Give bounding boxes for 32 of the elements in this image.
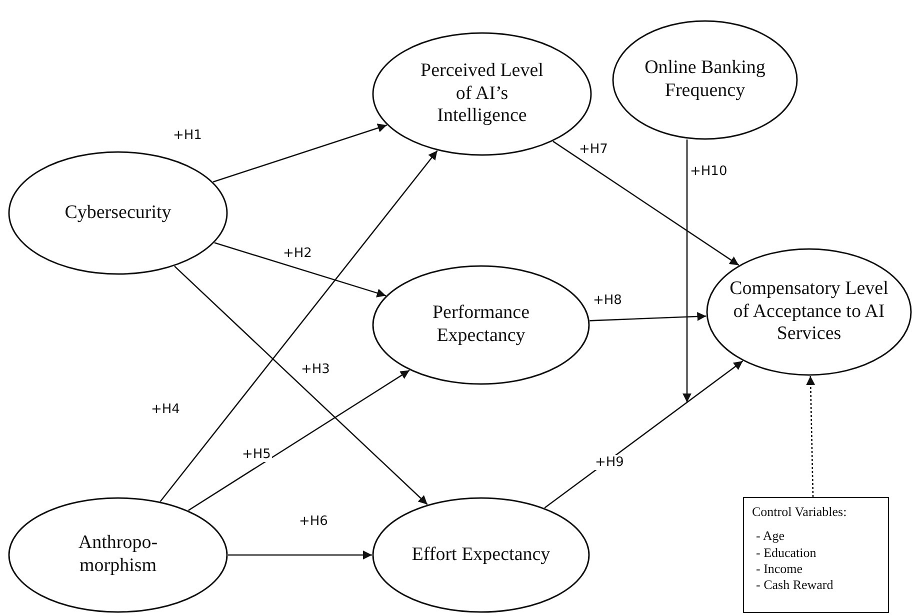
construct-ellipse (706, 248, 912, 376)
box-heading: Control Variables: (752, 504, 847, 520)
arrow (188, 370, 410, 511)
arrow (590, 312, 706, 322)
construct-label: Anthropo- morphism (77, 532, 159, 578)
construct-ellipse (8, 497, 228, 613)
arrow (174, 266, 428, 505)
dotted-arrow (806, 376, 816, 498)
arrow (544, 360, 744, 508)
construct-ellipse (612, 20, 798, 140)
construct-label: Performance Expectancy (431, 302, 531, 348)
construct-label: Cybersecurity (64, 202, 172, 224)
construct-label: Perceived Level of AI’s Intelligence (420, 60, 544, 128)
construct-label: Effort Expectancy (410, 544, 552, 566)
control-variables-box (743, 497, 889, 613)
list-item: - Age (755, 528, 785, 544)
arrow (228, 550, 372, 560)
construct-ellipse (372, 497, 590, 613)
construct-ellipse (372, 265, 590, 385)
construct-label: Compensatory Level of Acceptance to AI Services (729, 278, 889, 346)
arrow (160, 150, 438, 502)
list-item: - Income (755, 560, 803, 577)
arrow (682, 140, 692, 402)
edge-label: +H9 (594, 455, 625, 470)
arrow (214, 242, 386, 298)
construct-label: Online Banking Frequency (644, 57, 766, 103)
edge-label: +H5 (241, 447, 272, 462)
list-item: - Education (755, 544, 816, 561)
construct-ellipse (8, 151, 228, 275)
arrow (213, 124, 387, 183)
list-item: - Cash Reward (755, 577, 834, 594)
arrow (552, 140, 740, 266)
